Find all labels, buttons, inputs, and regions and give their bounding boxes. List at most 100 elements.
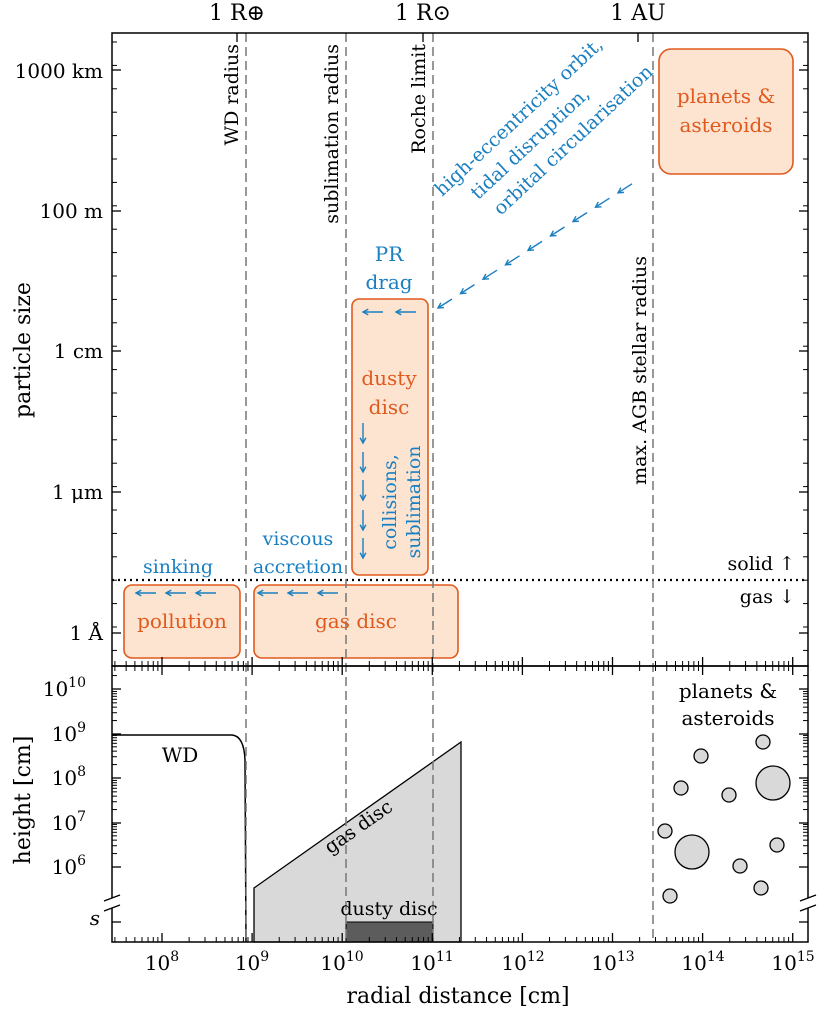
inward-orbit-arrow-head (571, 215, 580, 223)
inward-orbit-arrow (437, 298, 453, 309)
asteroid-circle (657, 823, 673, 839)
label-wd: WD (162, 743, 199, 767)
box-label-planets-1: planets & (677, 84, 775, 108)
process-orbit-3: orbital circularisation (489, 61, 657, 220)
xtick-1e12: 1012 (501, 949, 544, 975)
vline-label-roche: Roche limit (408, 44, 430, 154)
process-pr-1: PR (375, 242, 404, 266)
inward-orbit-arrow (595, 197, 610, 208)
process-pr-2: drag (365, 270, 412, 294)
collision-arrow-head (359, 466, 367, 474)
inward-orbit-arrow (550, 226, 565, 237)
axis-break-mark (103, 904, 121, 912)
xtick-1e15: 1015 (771, 949, 814, 975)
box-label-planets-2: asteroids (679, 113, 772, 137)
box-label-gasdisc: gas disc (315, 609, 397, 633)
ytick-1e6: 106 (52, 853, 86, 879)
axis-break-gap (105, 898, 119, 908)
process-viscous-2: accretion (253, 556, 343, 578)
ytick-1e9: 109 (52, 720, 86, 746)
axis-break-mark (799, 894, 817, 902)
ytick-1e10: 1010 (43, 675, 86, 701)
inward-orbit-arrow-head (481, 273, 490, 280)
sinking-arrow-head (194, 589, 202, 597)
inward-orbit-arrow-head (436, 302, 445, 309)
top-label-solar-radius: 1 R⊙ (395, 1, 451, 26)
vline-label-agb: max. AGB stellar radius (629, 256, 651, 485)
inward-orbit-arrow-head (549, 230, 557, 237)
ytick-1A: 1 Å (69, 620, 103, 645)
lower-panel-frame (111, 665, 809, 943)
asteroid-circle (662, 888, 678, 904)
top-label-earth-radius: 1 R⊕ (209, 1, 265, 26)
asteroid-circle (769, 837, 785, 853)
box-label-dusty-2: disc (369, 395, 410, 419)
planets-box (658, 48, 794, 175)
viscous-arrow-head (256, 589, 264, 597)
dusty-disc-area (345, 921, 434, 943)
inward-orbit-arrow (572, 212, 588, 223)
box-label-pollution: pollution (137, 609, 227, 633)
asteroid-circle (693, 748, 709, 764)
ytick-1cm: 1 cm (54, 339, 103, 363)
axis-break-gap (801, 898, 815, 908)
inward-orbit-arrow-head (616, 187, 625, 194)
xtick-1e9: 109 (235, 949, 269, 975)
axis-break-mark (799, 904, 817, 912)
inward-orbit-arrow (460, 284, 475, 295)
ytick-1000km: 1000 km (15, 59, 103, 83)
asteroid-circle (674, 834, 710, 870)
inward-orbit-arrow (527, 240, 543, 251)
viscous-arrow-head (286, 589, 294, 597)
inward-orbit-arrow-head (459, 287, 467, 295)
inward-orbit-arrow-head (594, 201, 602, 208)
vline-label-sublimation: sublimation radius (321, 44, 343, 224)
xtick-1e8: 108 (145, 949, 179, 975)
inward-orbit-arrow-head (504, 259, 512, 266)
phase-solid: solid ↑ (728, 553, 795, 575)
xlabel: radial distance [cm] (346, 984, 569, 1009)
label-dusty-disc: dusty disc (340, 898, 437, 920)
inward-orbit-arrow (505, 255, 520, 266)
inward-orbit-arrow (482, 269, 498, 280)
lower-ylabel: height [cm] (11, 736, 36, 865)
process-sinking: sinking (143, 556, 213, 578)
ytick-s: s (90, 906, 100, 930)
phase-gas: gas ↓ (740, 586, 795, 608)
pr-drag-arrow-head (394, 308, 402, 316)
asteroid-circle (721, 787, 737, 803)
xtick-1e11: 1011 (410, 949, 453, 975)
ytick-1e8: 108 (52, 764, 86, 790)
inward-orbit-arrow-head (526, 244, 535, 252)
viscous-arrow-head (316, 589, 324, 597)
axis-break-mark (103, 894, 121, 902)
sinking-arrow-head (164, 589, 172, 597)
collision-arrow-head (359, 552, 367, 560)
xtick-1e14: 1014 (681, 949, 724, 975)
upper-ylabel: particle size (11, 282, 36, 418)
sinking-arrow-head (134, 589, 142, 597)
pr-drag-arrow-head (361, 308, 369, 316)
asteroid-circle (753, 880, 769, 896)
wd-profile-curve (112, 734, 247, 943)
label-planets-1: planets & (679, 679, 777, 703)
dusty-disc-box (351, 298, 429, 576)
ytick-100m: 100 m (40, 199, 104, 223)
box-label-dusty-1: dusty (361, 366, 417, 390)
process-viscous-1: viscous (262, 528, 334, 550)
xtick-1e10: 1010 (320, 949, 363, 975)
collision-arrow-head (359, 437, 367, 445)
label-planets-2: asteroids (681, 706, 774, 730)
ytick-1um: 1 μm (52, 480, 103, 504)
gas-disc-box (253, 584, 459, 659)
process-collisions-1: collisions, (379, 454, 401, 550)
collision-arrow-head (359, 494, 367, 502)
vline-label-wd-radius: WD radius (221, 44, 243, 145)
inward-orbit-arrow (617, 183, 633, 194)
asteroid-circle (732, 858, 748, 874)
asteroid-circle (673, 780, 689, 796)
asteroid-circle (755, 734, 771, 750)
xtick-1e13: 1013 (591, 949, 634, 975)
asteroid-circle (755, 765, 791, 801)
